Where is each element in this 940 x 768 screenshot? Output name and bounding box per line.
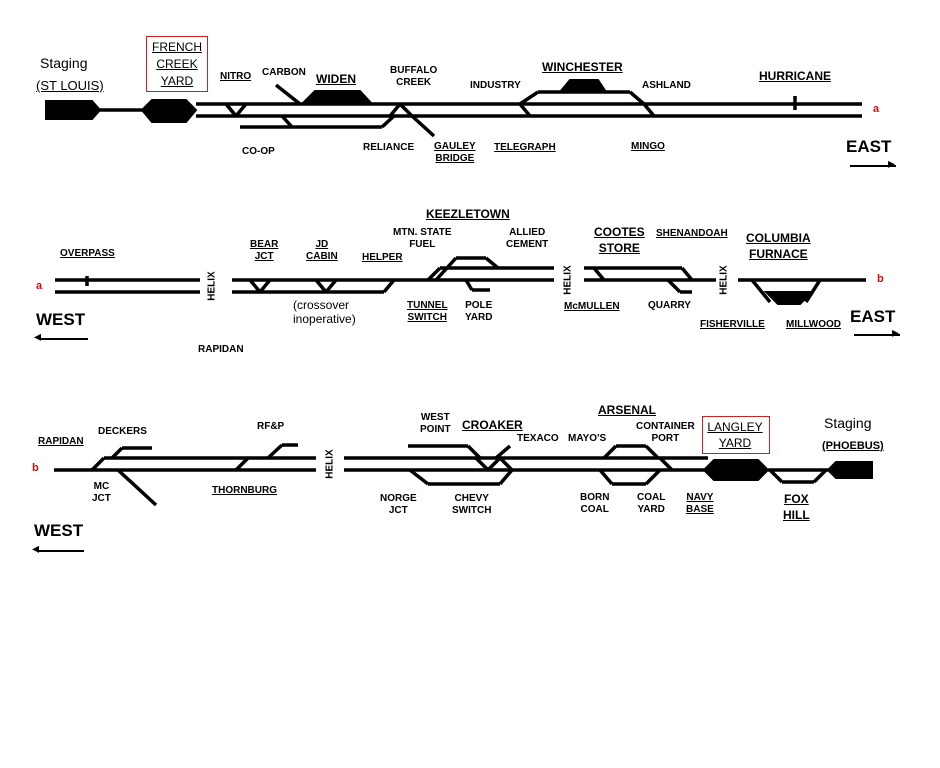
navy-base-label: NAVY BASE <box>686 492 714 515</box>
columbia-furnace-block <box>763 291 815 305</box>
rf-p-label: RF&P <box>257 421 285 432</box>
langley-yard-box <box>702 416 770 454</box>
ashland-label: ASHLAND <box>642 80 691 91</box>
tunnel-switch-label: TUNNEL SWITCH <box>407 300 448 323</box>
deckers-label: DECKERS <box>98 426 147 437</box>
east-label-row2: EAST <box>850 307 896 326</box>
hurricane-label: HURRICANE <box>759 69 831 83</box>
west-arrow-row3 <box>38 550 84 552</box>
helix-row2-c: HELIX <box>718 265 730 295</box>
mayos-label: MAYO'S <box>568 433 607 444</box>
carbon-label: CARBON <box>262 67 306 78</box>
reliance-label: RELIANCE <box>363 142 415 153</box>
mc-jct-label: MC JCT <box>92 481 111 504</box>
widen-label: WIDEN <box>316 72 356 86</box>
west-arrow-head-row2: ◂ <box>34 328 42 344</box>
mingo-label: MINGO <box>631 141 665 152</box>
west-label-row3: WEST <box>34 521 84 540</box>
rapidan-label-row3: RAPIDAN <box>38 436 84 447</box>
shenandoah-label: SHENANDOAH <box>656 228 728 239</box>
staging-west-name: (ST LOUIS) <box>36 78 104 93</box>
coal-yard-label: COAL YARD <box>637 492 666 515</box>
staging-east-label: Staging <box>824 415 872 431</box>
pole-yard-label: POLE YARD <box>465 300 493 323</box>
helix-row3: HELIX <box>324 449 336 479</box>
widen-block <box>299 90 375 105</box>
norge-jct-label: NORGE JCT <box>380 493 417 516</box>
west-label-row2: WEST <box>36 310 86 329</box>
french-creek-yard-block <box>140 99 198 123</box>
crossover-note: (crossover inoperative) <box>293 298 356 326</box>
buffalo-creek-label: BUFFALO CREEK <box>390 65 438 88</box>
east-label-row1: EAST <box>846 137 892 156</box>
west-point-label: WEST POINT <box>420 412 451 435</box>
jd-cabin-label: JD CABIN <box>306 239 338 262</box>
arsenal-label: ARSENAL <box>598 403 657 417</box>
connector-a-row2: a <box>36 280 43 292</box>
born-coal-label: BORN COAL <box>580 492 610 515</box>
french-creek-yard-box <box>146 36 208 92</box>
co-op-label: CO-OP <box>242 146 275 157</box>
container-port-label: CONTAINER PORT <box>636 421 695 444</box>
east-arrow-row2 <box>854 334 900 336</box>
cootes-store-label: COOTES STORE <box>594 225 645 255</box>
helper-label: HELPER <box>362 252 403 263</box>
staging-east-name: (PHOEBUS) <box>822 440 884 452</box>
connector-b-row3: b <box>32 462 39 474</box>
quarry-label: QUARRY <box>648 300 691 311</box>
keezletown-label: KEEZLETOWN <box>426 207 510 221</box>
telegraph-label: TELEGRAPH <box>494 142 556 153</box>
millwood-label: MILLWOOD <box>786 319 841 330</box>
winchester-block <box>557 79 608 93</box>
winchester-label: WINCHESTER <box>542 60 623 74</box>
chevy-switch-label: CHEVY SWITCH <box>452 493 492 516</box>
rapidan-label-row2: RAPIDAN <box>198 344 244 355</box>
east-arrow-row1 <box>850 165 896 167</box>
mtn-state-fuel-label: MTN. STATE FUEL <box>393 227 452 250</box>
west-arrow-row2 <box>40 338 88 340</box>
allied-cement-label: ALLIED CEMENT <box>506 227 549 250</box>
croaker-label: CROAKER <box>462 418 523 432</box>
row1-tracks <box>45 79 862 138</box>
thornburg-label: THORNBURG <box>212 485 277 496</box>
langley-yard-block <box>702 459 770 481</box>
staging-west-label: Staging <box>40 55 88 71</box>
west-arrow-head-row3: ◂ <box>32 540 40 556</box>
connector-a-row1: a <box>873 103 880 115</box>
fisherville-label: FISHERVILLE <box>700 319 765 330</box>
helix-row2-a: HELIX <box>206 271 218 301</box>
fox-hill-label: FOX HILL <box>783 492 810 522</box>
east-arrow-head-row2: ▸ <box>892 324 900 340</box>
bear-jct-label: BEAR JCT <box>250 239 279 262</box>
gauley-bridge-label: GAULEY BRIDGE <box>434 141 476 164</box>
row2-tracks <box>55 256 866 305</box>
staging-east-block <box>826 461 873 479</box>
helix-row2-b: HELIX <box>562 265 574 295</box>
connector-b-row2: b <box>877 273 884 285</box>
langley-yard-label: LANGLEY YARD <box>707 420 763 450</box>
texaco-label: TEXACO <box>517 433 559 444</box>
columbia-furnace-label: COLUMBIA FURNACE <box>746 231 811 261</box>
industry-label: INDUSTRY <box>470 80 521 91</box>
overpass-label: OVERPASS <box>60 248 115 259</box>
french-creek-yard-label: FRENCH CREEK YARD <box>152 40 202 88</box>
mcmullen-label: McMULLEN <box>564 301 620 312</box>
staging-west-block <box>45 100 102 120</box>
east-arrow-head-row1: ▸ <box>888 155 896 171</box>
nitro-label: NITRO <box>220 71 252 82</box>
row3-tracks <box>54 443 873 507</box>
